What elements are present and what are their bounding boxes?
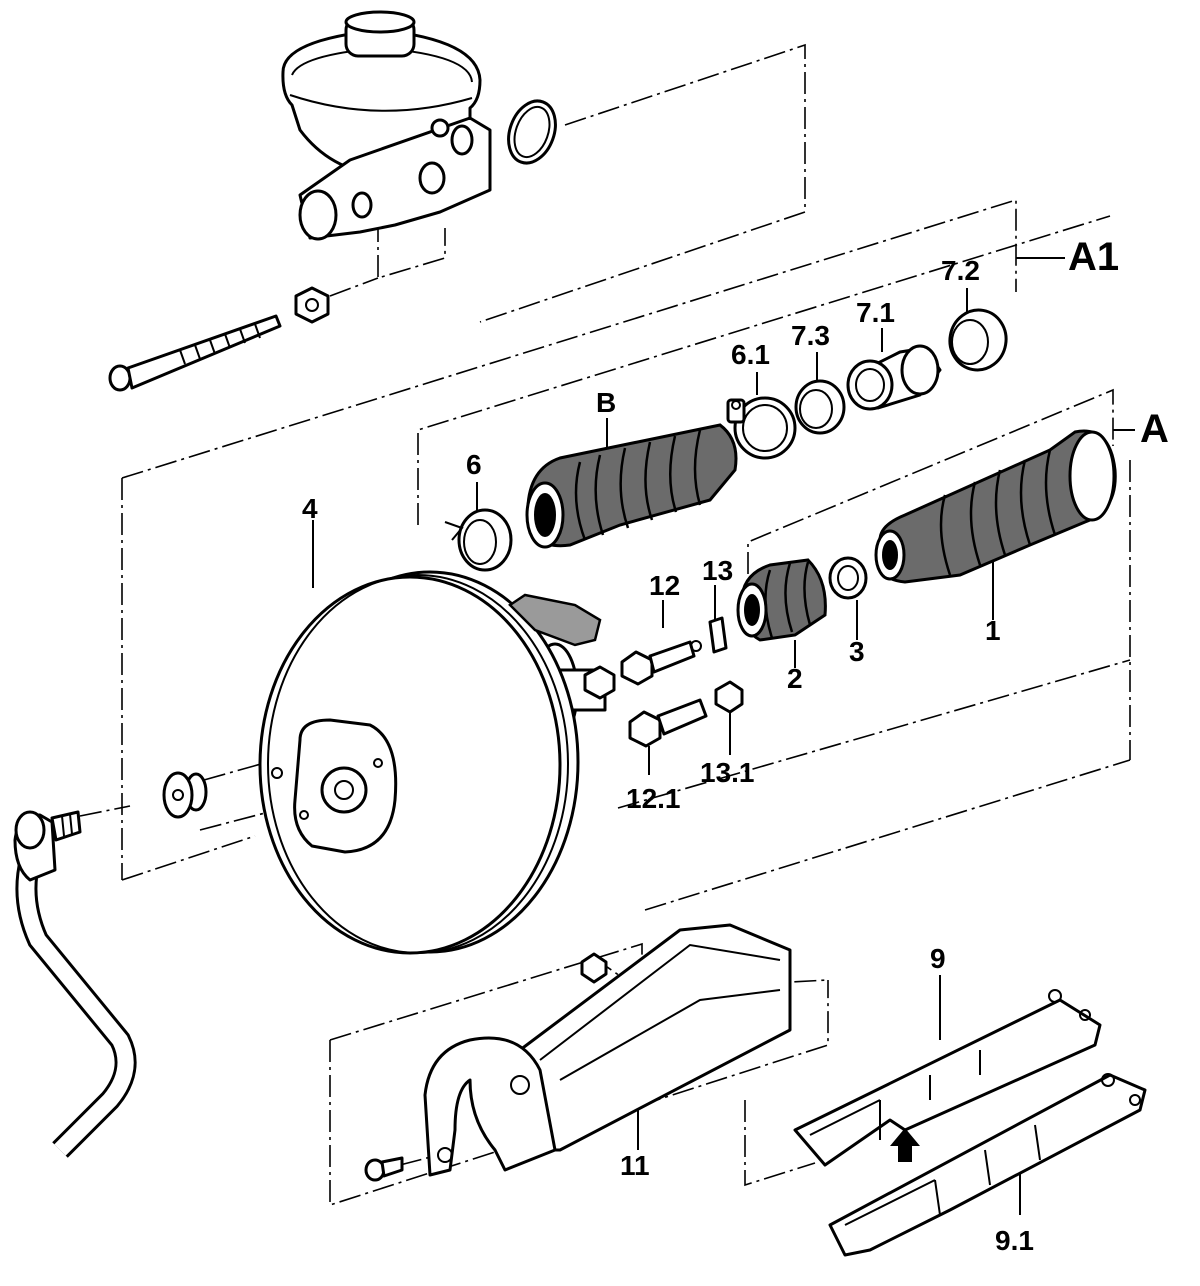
nut-13-1 bbox=[714, 680, 744, 714]
boot-1 bbox=[874, 429, 1117, 584]
o-ring-seal bbox=[507, 99, 557, 165]
label-9-1: 9.1 bbox=[995, 1225, 1034, 1256]
label-12-1: 12.1 bbox=[626, 783, 681, 814]
label-6: 6 bbox=[466, 449, 482, 480]
clamp-6 bbox=[444, 508, 513, 572]
master-cylinder bbox=[281, 10, 492, 241]
label-13: 13 bbox=[702, 555, 733, 586]
label-4: 4 bbox=[302, 493, 318, 524]
adapter-12-1 bbox=[628, 698, 708, 748]
grommet bbox=[162, 771, 208, 819]
clip-13 bbox=[708, 616, 728, 654]
label-12: 12 bbox=[649, 570, 680, 601]
hex-nut-top bbox=[294, 286, 330, 324]
ring-7-3 bbox=[794, 379, 846, 435]
nut-bracket bbox=[580, 952, 608, 984]
boot-2 bbox=[736, 558, 827, 642]
sleeve-7-2 bbox=[948, 308, 1008, 372]
brake-booster bbox=[258, 570, 607, 955]
adapter-12 bbox=[620, 640, 702, 686]
bracket-9-1 bbox=[828, 1073, 1147, 1257]
frame-bracket-9 bbox=[744, 1100, 816, 1187]
nut-pushrod bbox=[583, 665, 616, 700]
frame-A bbox=[617, 388, 1131, 809]
bolt-bracket bbox=[364, 1156, 404, 1182]
label-13-1: 13.1 bbox=[700, 757, 755, 788]
label-leaders bbox=[312, 257, 1135, 1215]
label-B: B bbox=[596, 387, 616, 418]
hose-clamp-6-1 bbox=[726, 396, 797, 460]
label-1: 1 bbox=[985, 615, 1001, 646]
frame-master-cylinder bbox=[329, 43, 806, 323]
label-A1: A1 bbox=[1068, 235, 1119, 279]
vacuum-hose bbox=[13, 810, 137, 1158]
label-7-3: 7.3 bbox=[791, 320, 830, 351]
label-3: 3 bbox=[849, 636, 865, 667]
label-7-2: 7.2 bbox=[941, 255, 980, 286]
label-6-1: 6.1 bbox=[731, 339, 770, 370]
boot-B bbox=[525, 423, 738, 549]
label-A: A bbox=[1140, 407, 1169, 451]
label-9: 9 bbox=[930, 943, 946, 974]
label-11: 11 bbox=[620, 1150, 650, 1181]
bracket-9 bbox=[793, 989, 1102, 1167]
arrow-indicator bbox=[890, 1128, 920, 1162]
label-2: 2 bbox=[787, 663, 803, 694]
connector-7-1 bbox=[846, 344, 942, 411]
ring-3 bbox=[828, 556, 868, 600]
gasket bbox=[508, 593, 602, 647]
label-7-1: 7.1 bbox=[856, 297, 895, 328]
frame-A1 bbox=[121, 198, 1131, 911]
long-bolt bbox=[108, 314, 282, 392]
bracket-11 bbox=[423, 923, 792, 1177]
frame-B bbox=[417, 215, 1111, 525]
